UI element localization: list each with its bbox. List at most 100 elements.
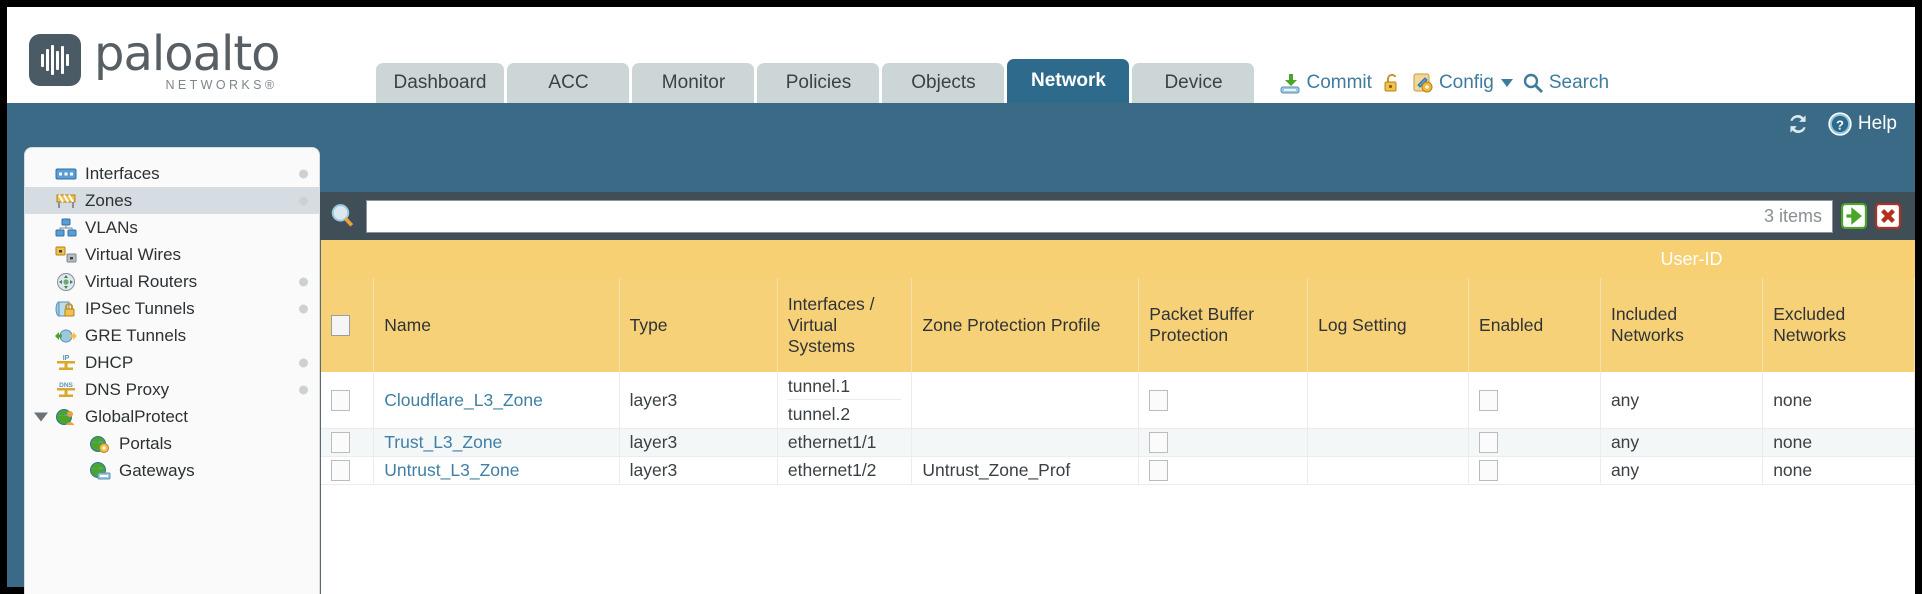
cell-name[interactable]: Trust_L3_Zone [373,428,620,457]
sidebar-status-dot [299,169,308,178]
vlans-icon [55,218,77,236]
userid-enabled-checkbox[interactable] [1479,460,1499,482]
col-header-included-networks[interactable]: Included Networks [1600,278,1764,372]
band-actions: ? Help [1785,111,1897,137]
clear-filter-icon[interactable] [1875,203,1901,229]
table-row[interactable]: Untrust_L3_Zone layer3 ethernet1/2 Untru… [321,456,1915,485]
zone-name-link[interactable]: Untrust_L3_Zone [384,460,520,480]
tab-monitor[interactable]: Monitor [632,63,755,103]
cell-included-networks: any [1600,428,1764,457]
svg-text:?: ? [1836,117,1844,132]
sidebar-item-portals[interactable]: Portals [25,430,319,457]
sidebar-item-gateways[interactable]: Gateways [25,457,319,484]
sidebar-status-dot [299,196,308,205]
paloalto-logo-icon [29,34,81,87]
cell-interfaces: ethernet1/1 [777,428,913,457]
globalprotect-icon [56,408,75,425]
brand-subtitle: NETWORKS® [165,77,278,92]
tab-network[interactable]: Network [1007,59,1130,103]
sidebar-item-label: DNS Proxy [85,379,170,399]
table-row[interactable]: Trust_L3_Zone layer3 ethernet1/1 any non… [321,428,1915,457]
cell-packet-buffer-protection[interactable] [1138,372,1309,429]
sidebar-item-virtual-wires[interactable]: Virtual Wires [25,241,319,268]
sidebar-item-ipsec-tunnels[interactable]: IPSec Tunnels [25,295,319,322]
tab-objects[interactable]: Objects [882,63,1005,103]
packet-buffer-checkbox[interactable] [1149,460,1169,482]
col-header-excluded-networks[interactable]: Excluded Networks [1762,278,1915,372]
gateways-icon [90,461,111,479]
row-select-cell[interactable] [321,456,375,485]
tab-policies[interactable]: Policies [757,63,880,103]
row-checkbox[interactable] [331,389,350,411]
col-header-enabled[interactable]: Enabled [1468,278,1601,372]
sidebar-status-dot [299,385,308,394]
col-header-log-setting[interactable]: Log Setting [1307,278,1470,372]
select-all-header[interactable] [321,278,375,372]
sidebar-status-dot [299,358,308,367]
packet-buffer-checkbox[interactable] [1149,389,1169,411]
interfaces-icon [55,168,77,179]
sidebar-item-dns-proxy[interactable]: DNS DNS Proxy [25,376,319,403]
apply-filter-icon[interactable] [1841,203,1867,229]
row-checkbox[interactable] [331,460,350,482]
sidebar-item-globalprotect[interactable]: GlobalProtect [25,403,319,430]
sidebar-item-label: Gateways [119,460,195,480]
col-header-packet-buffer-protection[interactable]: Packet Buffer Protection [1138,278,1309,372]
row-select-cell[interactable] [321,428,375,457]
cell-name[interactable]: Untrust_L3_Zone [373,456,620,485]
cell-userid-enabled[interactable] [1468,428,1601,457]
search-row: 3 items [320,192,1915,240]
config-label: Config [1438,72,1494,93]
tab-dashboard[interactable]: Dashboard [375,63,505,103]
cell-name[interactable]: Cloudflare_L3_Zone [373,372,620,429]
col-header-name[interactable]: Name [373,278,620,372]
cell-log-setting [1307,428,1470,457]
cell-zone-protection-profile: Untrust_Zone_Prof [911,456,1140,485]
chevron-down-icon [1500,79,1513,87]
group-header-spacer [321,240,1469,278]
brand-logo[interactable]: paloalto NETWORKS® [29,30,281,92]
userid-enabled-checkbox[interactable] [1479,389,1499,411]
col-header-zone-protection-profile[interactable]: Zone Protection Profile [911,278,1140,372]
main-nav-tabs: Dashboard ACC Monitor Policies Objects N… [375,59,1258,103]
sidebar-item-virtual-routers[interactable]: Virtual Routers [25,268,319,295]
filter-search-icon[interactable] [328,201,358,231]
cell-log-setting [1307,372,1470,429]
cell-packet-buffer-protection[interactable] [1138,456,1309,485]
col-header-type[interactable]: Type [619,278,778,372]
cell-userid-enabled[interactable] [1468,456,1601,485]
sidebar-item-vlans[interactable]: VLANs [25,214,319,241]
commit-label: Commit [1306,72,1372,93]
packet-buffer-checkbox[interactable] [1149,432,1169,454]
zones-icon [56,194,76,208]
row-select-cell[interactable] [321,372,375,429]
cell-zone-protection-profile [911,428,1140,457]
search-button[interactable]: Search [1522,72,1609,94]
expand-triangle-icon[interactable] [34,412,48,421]
help-button[interactable]: ? Help [1827,111,1897,137]
commit-button[interactable]: Commit [1279,72,1372,94]
row-checkbox[interactable] [331,432,350,454]
sidebar-item-zones[interactable]: Zones [25,187,319,214]
cell-packet-buffer-protection[interactable] [1138,428,1309,457]
zone-name-link[interactable]: Trust_L3_Zone [384,432,503,452]
tab-acc[interactable]: ACC [507,63,630,103]
sidebar-item-dhcp[interactable]: IP DHCP [25,349,319,376]
sidebar-item-interfaces[interactable]: Interfaces [25,160,319,187]
header-toolbar: Commit Config [1279,72,1609,94]
col-header-interfaces[interactable]: Interfaces / Virtual Systems [777,278,913,372]
interface-item: tunnel.2 [787,404,851,424]
tab-device[interactable]: Device [1132,63,1255,103]
sidebar-item-gre-tunnels[interactable]: GRE Tunnels [25,322,319,349]
cell-userid-enabled[interactable] [1468,372,1601,429]
config-menu[interactable]: Config [1412,72,1513,94]
refresh-icon[interactable] [1785,111,1811,137]
cell-interfaces: ethernet1/2 [777,456,913,485]
select-all-checkbox[interactable] [331,314,350,336]
lock-icon[interactable] [1381,72,1403,94]
zone-name-link[interactable]: Cloudflare_L3_Zone [384,389,543,410]
zones-table: User-ID Name Type Interfaces / Virtual S… [321,240,1915,485]
userid-enabled-checkbox[interactable] [1479,432,1499,454]
search-input-wrapper[interactable]: 3 items [366,199,1833,233]
sub-header-band: ? Help [7,103,1915,161]
